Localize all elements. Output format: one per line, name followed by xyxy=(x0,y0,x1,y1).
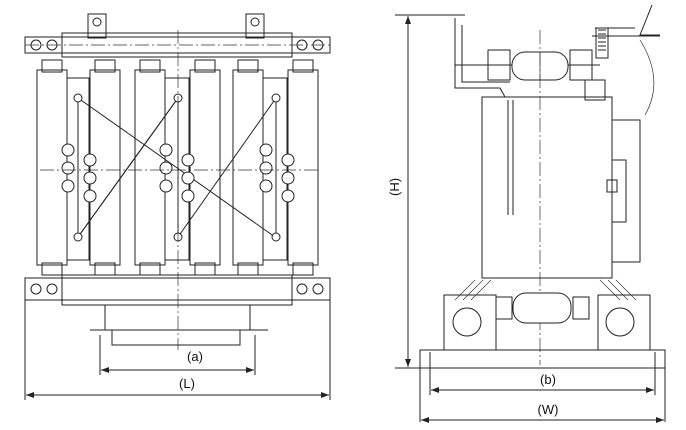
dimension-label-H: (H) xyxy=(387,178,402,196)
tap-terminals xyxy=(61,143,295,203)
dimension-label-W: (W) xyxy=(538,402,559,417)
base-plate xyxy=(419,349,666,369)
side-panel xyxy=(606,119,641,263)
lifting-lug xyxy=(87,13,265,39)
front-view: (a) (L) xyxy=(24,13,331,400)
base-feet xyxy=(24,300,331,400)
dimension-label-L: (L) xyxy=(179,376,195,391)
dimension-label-b: (b) xyxy=(540,372,556,387)
transformer-body xyxy=(481,96,613,279)
nameplate-icon xyxy=(606,179,618,193)
base-frame xyxy=(440,279,660,351)
dimension-label-a: (a) xyxy=(187,349,203,364)
top-clamp-frame xyxy=(24,32,331,58)
hv-bushing xyxy=(584,4,660,116)
bottom-clamp-frame xyxy=(24,274,331,306)
side-view: (H) xyxy=(387,4,666,423)
